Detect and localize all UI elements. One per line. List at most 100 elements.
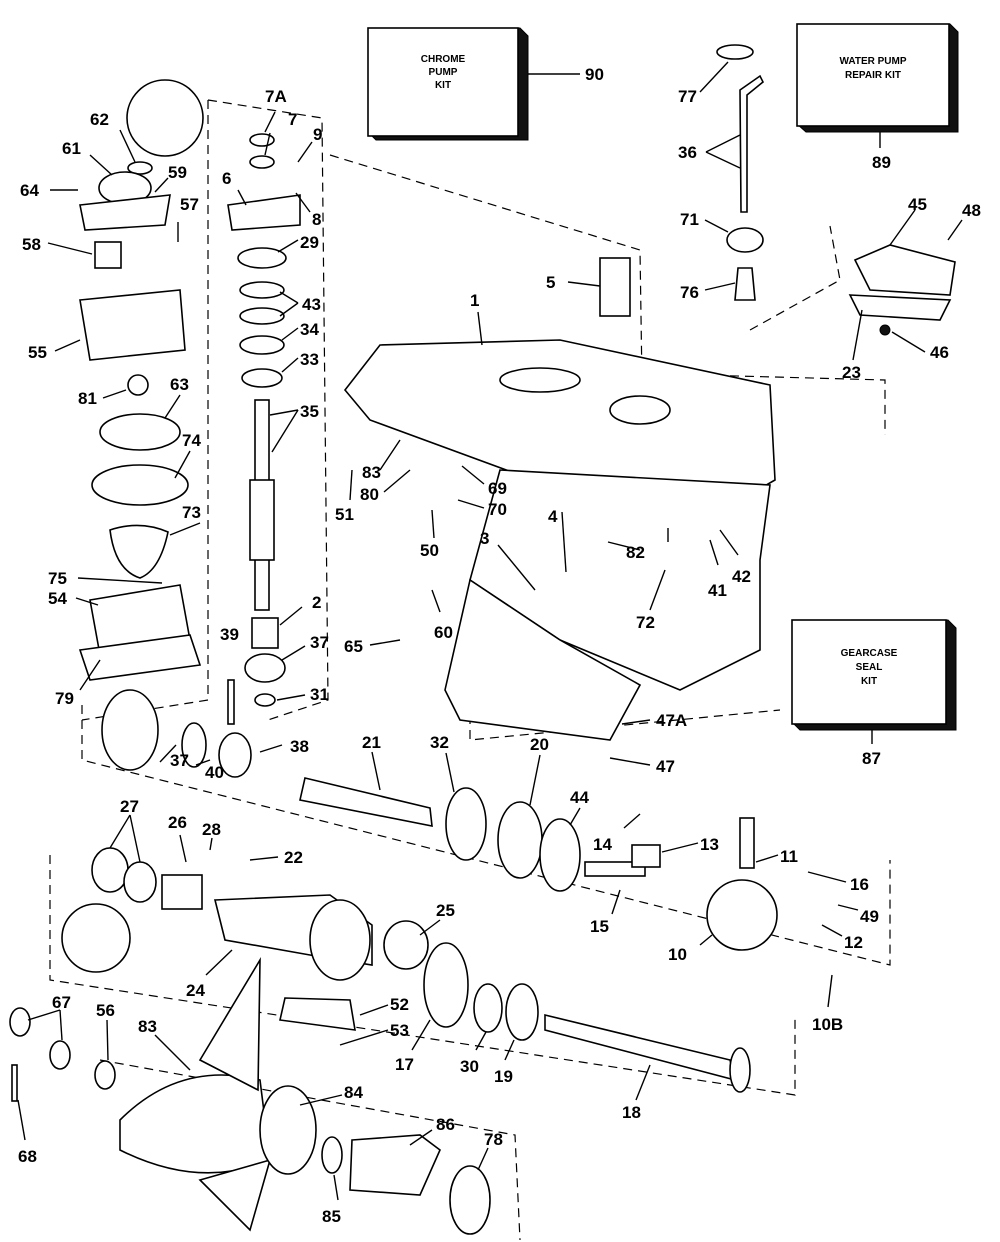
kit-text: REPAIR KIT [845, 70, 901, 81]
part-label: 11 [780, 847, 798, 866]
part-label: 87 [862, 749, 881, 768]
part-label: 33 [300, 350, 319, 369]
part-label: 62 [90, 110, 109, 129]
part-label: 89 [872, 153, 891, 172]
chrome-pump-kit-box: CHROME PUMP KIT 90 [367, 27, 604, 141]
part-label: 74 [182, 431, 201, 450]
kit-text: PUMP [429, 67, 458, 78]
part-label: 37 [310, 633, 329, 652]
part-label: 85 [322, 1207, 341, 1226]
part-label: 42 [732, 567, 751, 586]
part-label: 9 [313, 125, 322, 144]
bearing-housing-parts [61, 847, 751, 1093]
part-label: 49 [860, 907, 879, 926]
leader-lines [17, 61, 963, 1201]
part-label: 53 [390, 1021, 409, 1040]
part-label: 1 [470, 291, 479, 310]
part-label: 55 [28, 343, 47, 362]
part-label: 37 [170, 751, 189, 770]
part-label: 48 [962, 201, 981, 220]
part-label: 64 [20, 181, 39, 200]
kit-text: WATER PUMP [839, 56, 906, 67]
part-label: 18 [622, 1103, 641, 1122]
part-label: 59 [168, 163, 187, 182]
prop-shaft-gear-parts [101, 689, 778, 951]
part-label: 86 [436, 1115, 455, 1134]
part-label: 90 [585, 65, 604, 84]
part-label: 25 [436, 901, 455, 920]
part-label: 10 [668, 945, 687, 964]
part-label: 57 [180, 195, 199, 214]
kit-text: CHROME [421, 54, 466, 65]
part-label: 65 [344, 637, 363, 656]
part-label: 34 [300, 320, 319, 339]
part-label: 75 [48, 569, 67, 588]
part-label: 52 [390, 995, 409, 1014]
part-label: 61 [62, 139, 81, 158]
part-label: 83 [138, 1017, 157, 1036]
part-label: 78 [484, 1130, 503, 1149]
part-label: 47 [656, 757, 675, 776]
part-label: 32 [430, 733, 449, 752]
part-label: 26 [168, 813, 187, 832]
part-label: 20 [530, 735, 549, 754]
seal-detail-circle [126, 79, 204, 157]
part-label: 46 [930, 343, 949, 362]
part-label: 39 [220, 625, 239, 644]
part-label: 29 [300, 233, 319, 252]
part-label: 41 [708, 581, 727, 600]
shift-rod-and-cover-parts [716, 44, 956, 336]
part-label: 38 [290, 737, 309, 756]
part-label: 69 [488, 479, 507, 498]
part-label: 79 [55, 689, 74, 708]
part-label: 19 [494, 1067, 513, 1086]
part-label: 82 [626, 543, 645, 562]
part-label: 21 [362, 733, 381, 752]
part-label: 58 [22, 235, 41, 254]
part-label: 15 [590, 917, 609, 936]
gearcase-housing [343, 257, 776, 741]
part-label: 77 [678, 87, 697, 106]
water-pump-parts [78, 79, 204, 681]
seal-detail-circle [61, 903, 131, 973]
part-label: 28 [202, 820, 221, 839]
part-label: 47A [656, 711, 687, 730]
part-number-labels: 7A 7 9 8 6 29 43 34 33 35 62 61 59 64 57… [18, 87, 981, 1226]
part-label: 51 [335, 505, 354, 524]
part-label: 56 [96, 1001, 115, 1020]
part-label: 7 [288, 110, 297, 129]
part-label: 14 [593, 835, 612, 854]
part-label: 45 [908, 195, 927, 214]
part-label: 7A [265, 87, 287, 106]
part-label: 50 [420, 541, 439, 560]
part-label: 70 [488, 500, 507, 519]
part-label: 71 [680, 210, 699, 229]
part-label: 80 [360, 485, 379, 504]
part-label: 68 [18, 1147, 37, 1166]
part-label: 81 [78, 389, 97, 408]
part-label: 60 [434, 623, 453, 642]
driveshaft-parts [227, 133, 301, 725]
part-label: 5 [546, 273, 555, 292]
gearcase-seal-kit-box: GEARCASE SEAL KIT 87 [791, 619, 957, 768]
propeller-parts [9, 957, 491, 1235]
part-label: 63 [170, 375, 189, 394]
part-label: 72 [636, 613, 655, 632]
part-label: 10B [812, 1015, 843, 1034]
part-label: 23 [842, 363, 861, 382]
part-label: 67 [52, 993, 71, 1012]
part-label: 22 [284, 848, 303, 867]
part-label: 44 [570, 788, 589, 807]
part-label: 17 [395, 1055, 414, 1074]
part-label: 3 [480, 529, 489, 548]
part-label: 4 [548, 507, 558, 526]
kit-text: SEAL [856, 662, 883, 673]
part-label: 27 [120, 797, 139, 816]
anode [599, 257, 631, 317]
part-label: 84 [344, 1083, 363, 1102]
part-label: 76 [680, 283, 699, 302]
water-pump-repair-kit-box: WATER PUMP REPAIR KIT 89 [796, 23, 959, 172]
part-label: 24 [186, 981, 205, 1000]
